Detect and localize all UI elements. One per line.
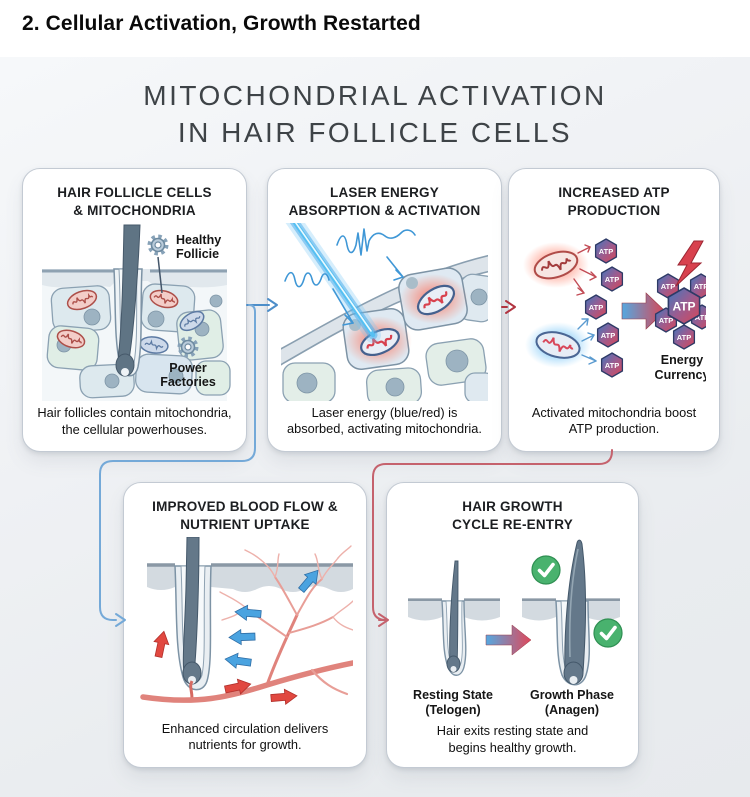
energy-currency-label-line2: Currency <box>655 368 706 382</box>
laser-beam <box>285 223 381 344</box>
glowing-mitochondrion <box>416 284 456 316</box>
panel4-caption: Enhanced circulation delivers nutrients … <box>161 720 329 753</box>
panel5-title-line1: HAIR GROWTH <box>462 499 563 514</box>
mitochondrion-red-glow <box>523 242 589 289</box>
panel3-caption: Activated mitochondria boost ATP product… <box>531 404 697 437</box>
atp-production-illustration: ATP <box>523 238 706 382</box>
panel1-caption: Hair follicles contain mitochondria, the… <box>37 405 232 437</box>
growth-cycle-illustration: Resting State (Telogen) Growth Phase (An… <box>408 539 624 717</box>
emission-arrows-blue <box>577 318 597 365</box>
power-factories-label-line2: Factories <box>160 375 216 389</box>
atp-hexagon-large: ATP <box>667 287 701 326</box>
light-wave-icon <box>284 228 416 326</box>
lightning-icon <box>675 240 704 287</box>
healthy-follicle-label-line2: Follicie <box>176 247 219 261</box>
panel2-caption: Laser energy (blue/red) is absorbed, act… <box>287 404 482 437</box>
panel1-title-line2: & MITOCHONDRIA <box>73 202 196 218</box>
main-title-line2: IN HAIR FOLLICLE CELLS <box>177 116 573 148</box>
section-header: 2. Cellular Activation, Growth Restarted <box>22 12 421 35</box>
panel2-title: LASER ENERGY ABSORPTION & ACTIVATION <box>289 184 481 219</box>
hair-follicle <box>113 224 143 377</box>
panel5-title-line2: CYCLE RE-ENTRY <box>452 516 573 532</box>
laser-absorption-illustration <box>281 223 488 402</box>
mitochondrion-red <box>56 289 179 349</box>
panel-laser-energy: LASER ENERGY ABSORPTION & ACTIVATION <box>267 168 502 452</box>
panel-growth-cycle: HAIR GROWTH CYCLE RE-ENTRY <box>386 482 639 768</box>
power-factories-label-line1: Power <box>169 361 207 375</box>
panel4-title-line2: NUTRIENT UPTAKE <box>180 516 310 532</box>
panel4-title-line1: IMPROVED BLOOD FLOW & <box>152 499 338 514</box>
svg-text:ATP: ATP <box>672 300 695 314</box>
hair-shaft-thin <box>449 560 459 670</box>
panel5-caption: Hair exits resting state and begins heal… <box>436 723 589 755</box>
panel2-title-line1: LASER ENERGY <box>330 185 439 200</box>
resting-state-label-line2: (Telogen) <box>425 703 480 717</box>
hair-follicle <box>174 537 212 700</box>
blood-vessels <box>140 545 353 704</box>
main-title: MITOCHONDRIAL ACTIVATION IN HAIR FOLLICL… <box>0 78 750 152</box>
resting-state-label-line1: Resting State <box>413 688 493 702</box>
panel-blood-flow: IMPROVED BLOOD FLOW & NUTRIENT UPTAKE <box>123 482 367 768</box>
energy-currency-label-line1: Energy <box>661 353 703 367</box>
panel2-title-line2: ABSORPTION & ACTIVATION <box>288 202 481 218</box>
transition-arrow <box>485 624 532 656</box>
panel5-title: HAIR GROWTH CYCLE RE-ENTRY <box>452 498 573 533</box>
growth-phase-label-line2: (Anagen) <box>545 703 599 717</box>
healthy-follicle-label-line1: Healthy <box>176 233 221 247</box>
panel4-title: IMPROVED BLOOD FLOW & NUTRIENT UPTAKE <box>152 498 338 533</box>
telogen-follicle <box>408 560 500 677</box>
panel3-title-line1: INCREASED ATP <box>558 185 670 200</box>
gear-icon <box>150 237 166 253</box>
panel3-title: INCREASED ATP PRODUCTION <box>558 184 669 219</box>
panel1-title: HAIR FOLLICLE CELLS & MITOCHONDRIA <box>57 184 212 219</box>
activated-cell <box>398 267 468 331</box>
follicle-cells-illustration: Healthy Follicie Power Factories <box>42 224 231 402</box>
cell-nuclei <box>296 288 488 397</box>
panel1-title-line1: HAIR FOLLICLE CELLS <box>57 185 212 200</box>
emission-arrows-red <box>573 244 597 296</box>
blood-flow-illustration <box>140 537 353 707</box>
panel-atp-production: INCREASED ATP PRODUCTION ATP <box>508 168 720 452</box>
panel-hair-follicle-cells: HAIR FOLLICLE CELLS & MITOCHONDRIA <box>22 168 247 452</box>
main-title-line1: MITOCHONDRIAL ACTIVATION <box>143 80 607 111</box>
growth-phase-label-line1: Growth Phase <box>530 688 614 702</box>
panel3-title-line2: PRODUCTION <box>567 202 661 218</box>
healthy-follicle-callout: Healthy Follicie <box>150 233 221 294</box>
mitochondrion-blue-glow <box>525 322 591 369</box>
